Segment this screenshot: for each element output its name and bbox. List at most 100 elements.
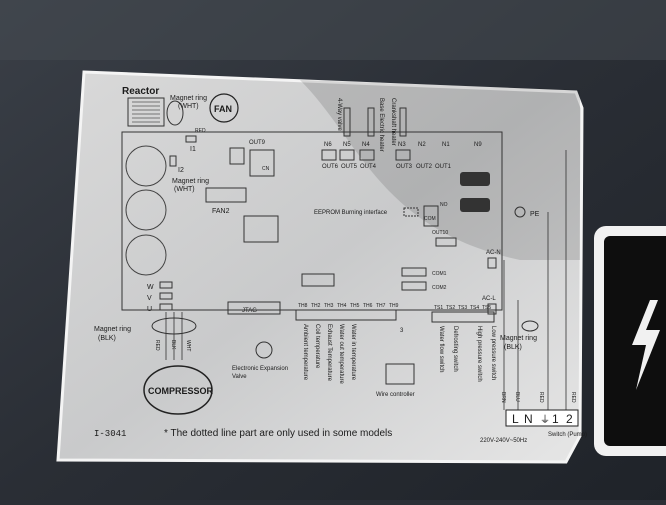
jtag-label: JTAG bbox=[242, 308, 257, 314]
ts-label: TS3 bbox=[458, 305, 467, 311]
com2-label: COM2 bbox=[432, 285, 447, 291]
ts-label: TS2 bbox=[446, 305, 455, 311]
magnet-ring-right-icon bbox=[521, 320, 539, 332]
switch-water-flow-label: Water flow switch bbox=[438, 326, 444, 372]
ts-connector-row: TS1 TS2 TS3 TS4 TS5 bbox=[431, 305, 495, 323]
fan2-connector bbox=[205, 187, 247, 203]
out10-label: OUT10 bbox=[432, 230, 448, 236]
th-label: TH5 bbox=[350, 303, 360, 309]
i2-label: I2 bbox=[178, 167, 184, 174]
red-wire-bottom: RED bbox=[154, 340, 160, 351]
jtag-connector bbox=[227, 301, 281, 315]
wire-red-label-2: RED bbox=[570, 392, 576, 403]
relay-1 bbox=[460, 172, 490, 186]
capacitor-1 bbox=[125, 145, 167, 187]
n6-label: N6 bbox=[324, 142, 332, 148]
three-label: 3 bbox=[400, 328, 404, 334]
transformer-box bbox=[243, 215, 279, 243]
voltage-label: 220V-240V~50Hz bbox=[480, 438, 527, 444]
n9-label: N9 bbox=[474, 142, 482, 148]
n5-label: N5 bbox=[343, 142, 351, 148]
switch-pump-label: Switch (Pump) bbox=[548, 432, 587, 438]
com1-label: COM1 bbox=[432, 271, 447, 277]
out9-label: OUT9 bbox=[249, 140, 266, 146]
switch-low-pressure-label: Low pressure switch bbox=[490, 326, 496, 380]
out2-label: OUT2 bbox=[416, 164, 433, 170]
switch-high-pressure-label: High pressure switch bbox=[476, 326, 482, 382]
ts-label: TS5 bbox=[482, 305, 491, 311]
eeprom-label: EEPROM Burning interface bbox=[314, 210, 388, 216]
capacitor-2 bbox=[125, 189, 167, 231]
terminal-n: N bbox=[524, 412, 533, 426]
com-small-label: COM bbox=[424, 216, 436, 222]
switch-defrost-label: Defrosting switch bbox=[452, 326, 458, 372]
out9-relay bbox=[249, 149, 275, 177]
pe-label: PE bbox=[530, 211, 540, 218]
terminal-1: 1 bbox=[552, 412, 559, 426]
model-label: I-3041 bbox=[94, 429, 126, 439]
base-heater-label: Base Electric heater bbox=[378, 98, 384, 152]
wire-controller-icon bbox=[385, 363, 415, 385]
magnet-ring-top-icon bbox=[166, 100, 184, 126]
eev-label: Electronic Expansion bbox=[232, 366, 288, 372]
terminal-l: L bbox=[512, 412, 519, 426]
terminal-2: 2 bbox=[566, 412, 573, 426]
wire-controller-label: Wire controller bbox=[376, 392, 415, 398]
wiring-plate bbox=[56, 70, 584, 464]
n3-label: N3 bbox=[398, 142, 406, 148]
th-label: TH9 bbox=[389, 303, 399, 309]
th-label: TH2 bbox=[311, 303, 321, 309]
sensor-water-out-label: Water out temperature bbox=[338, 324, 344, 384]
sensor-exhaust-label: Exhaust Temperature bbox=[326, 324, 332, 382]
compressor-icon bbox=[143, 365, 213, 415]
four-way-valve-label: 4-Way valve bbox=[336, 98, 342, 131]
fan2-label: FAN2 bbox=[212, 208, 230, 215]
th-label: TH4 bbox=[337, 303, 347, 309]
ts-label: TS4 bbox=[470, 305, 479, 311]
relay-2 bbox=[460, 198, 490, 212]
red-wire-label: RED bbox=[195, 128, 206, 134]
magnet-ring-left-color: (WHT) bbox=[174, 186, 195, 193]
magnet-ring-left-label: Magnet ring bbox=[172, 178, 209, 185]
magnet-ring-bottom-color: (BLK) bbox=[98, 335, 116, 342]
th-label: TH7 bbox=[376, 303, 386, 309]
terminal-block bbox=[505, 409, 579, 427]
magnet-ring-top-label: Magnet ring bbox=[170, 95, 207, 102]
out3-label: OUT3 bbox=[396, 164, 413, 170]
pe-icon bbox=[514, 206, 526, 218]
sensor-ambient-label: Ambient temperature bbox=[302, 324, 308, 381]
out5-label: OUT5 bbox=[341, 164, 358, 170]
wire-brn-label: BRN bbox=[500, 392, 506, 403]
th-connector-row: TH8 TH2 TH3 TH4 TH5 TH6 TH7 TH9 bbox=[295, 303, 399, 321]
phase-v-label: V bbox=[147, 295, 152, 302]
compressor-label: COMPRESSOR bbox=[148, 386, 214, 396]
reactor-symbol bbox=[127, 97, 165, 127]
magnet-ring-top-color: (WHT) bbox=[178, 103, 199, 110]
lightning-icon bbox=[632, 300, 660, 390]
n4-label: N4 bbox=[362, 142, 370, 148]
sensor-coil-label: Coil temperature bbox=[314, 324, 320, 369]
sensor-water-in-label: Water in temperature bbox=[350, 324, 356, 381]
fan-icon bbox=[209, 93, 239, 123]
sensor-plug bbox=[301, 273, 335, 287]
out6-label: OUT6 bbox=[322, 164, 339, 170]
th-label: TH8 bbox=[298, 303, 308, 309]
wire-blu-label: BLU bbox=[514, 392, 520, 402]
ac-l-label: AC-L bbox=[482, 296, 496, 302]
phase-w-label: W bbox=[147, 284, 154, 291]
phase-u-label: U bbox=[147, 306, 152, 313]
i1-label: I1 bbox=[190, 146, 196, 153]
th-label: TH3 bbox=[324, 303, 334, 309]
reactor-label: Reactor bbox=[122, 86, 159, 97]
blk-wire-bottom: BLK bbox=[170, 340, 176, 350]
crankshaft-heater-label: Crankshaft heater bbox=[390, 98, 396, 146]
ground-icon: ⏚ bbox=[540, 414, 550, 426]
wire-red-label-1: RED bbox=[538, 392, 544, 403]
sunlit-top bbox=[0, 0, 666, 60]
out4-label: OUT4 bbox=[360, 164, 377, 170]
wht-wire-bottom: WHT bbox=[185, 340, 191, 351]
dotted-line-note: * The dotted line part are only used in … bbox=[164, 428, 392, 439]
fan-label: FAN bbox=[214, 104, 232, 114]
no-label: NO bbox=[440, 202, 448, 208]
